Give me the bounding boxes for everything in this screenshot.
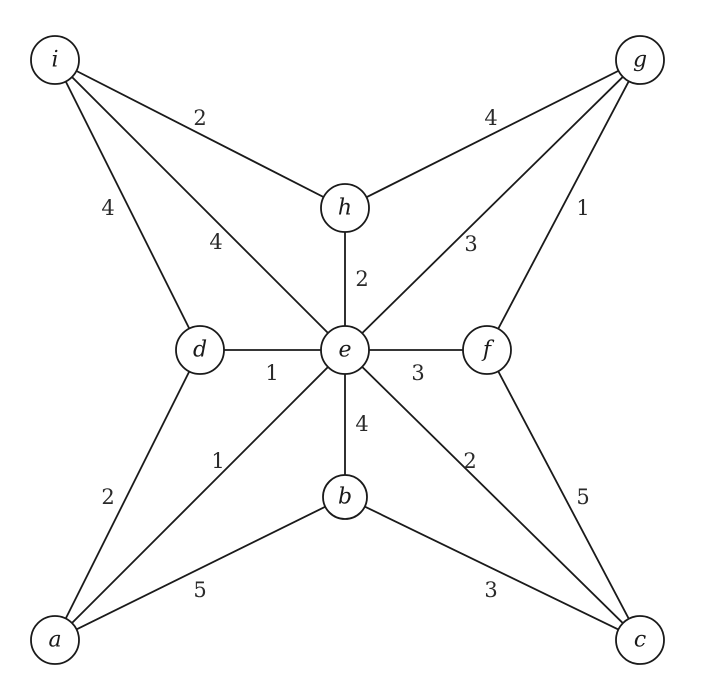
node-h: h	[320, 183, 370, 233]
node-label-c: c	[634, 628, 646, 653]
edge-weight-g-h: 4	[484, 106, 497, 130]
node-circle-h	[320, 183, 370, 233]
edge-weight-g-e: 3	[464, 232, 477, 256]
node-b: b	[322, 474, 368, 520]
node-a: a	[30, 615, 80, 665]
node-label-i: i	[51, 48, 58, 73]
edge-weight-a-e: 1	[211, 449, 224, 473]
edges-layer	[54, 59, 641, 641]
edge-a-e	[54, 349, 346, 641]
node-f: f	[462, 325, 512, 375]
edge-weight-g-f: 1	[576, 196, 589, 220]
edge-weight-d-a: 2	[101, 485, 114, 509]
node-g: g	[615, 35, 665, 85]
edge-weight-a-b: 5	[193, 578, 206, 602]
nodes-layer: i g h d e f b a c	[30, 35, 665, 665]
node-label-b: b	[338, 485, 352, 510]
node-circle-f	[462, 325, 512, 375]
node-circle-a	[30, 615, 80, 665]
node-c: c	[615, 615, 665, 665]
edge-weight-i-e: 4	[209, 230, 222, 254]
edge-weight-e-b: 4	[355, 412, 368, 436]
edge-weight-i-h: 2	[193, 106, 206, 130]
edge-weight-b-c: 3	[484, 578, 497, 602]
edge-e-c	[344, 349, 641, 641]
edge-weights-layer: 2 4 4 4 3 1 2 1 3 4 2 1 2 5 5 3	[101, 106, 589, 602]
node-circle-i	[30, 35, 80, 85]
node-circle-d	[175, 325, 225, 375]
edge-g-f	[486, 59, 641, 351]
edge-weight-e-c: 2	[463, 449, 476, 473]
node-i: i	[30, 35, 80, 85]
edge-f-c	[486, 349, 641, 641]
edge-i-e	[54, 59, 346, 351]
edge-weight-e-f: 3	[411, 361, 424, 385]
node-d: d	[175, 325, 225, 375]
edge-i-d	[54, 59, 201, 351]
edge-b-c	[344, 496, 641, 641]
edge-weight-h-e: 2	[355, 267, 368, 291]
node-label-e: e	[338, 338, 351, 363]
node-e: e	[320, 325, 370, 375]
edge-d-a	[54, 349, 201, 641]
edge-weight-d-e: 1	[265, 361, 278, 385]
node-label-a: a	[48, 628, 61, 653]
node-label-d: d	[193, 338, 207, 363]
node-label-g: g	[633, 48, 647, 73]
edge-i-h	[54, 59, 346, 209]
node-circle-c	[615, 615, 665, 665]
edge-weight-i-d: 4	[101, 196, 114, 220]
node-circle-b	[322, 474, 368, 520]
node-circle-g	[615, 35, 665, 85]
edge-weight-f-c: 5	[576, 485, 589, 509]
node-circle-e	[320, 325, 370, 375]
edge-g-h	[344, 59, 641, 209]
node-label-h: h	[338, 196, 352, 221]
edge-a-b	[54, 496, 346, 641]
edge-g-e	[344, 59, 641, 351]
